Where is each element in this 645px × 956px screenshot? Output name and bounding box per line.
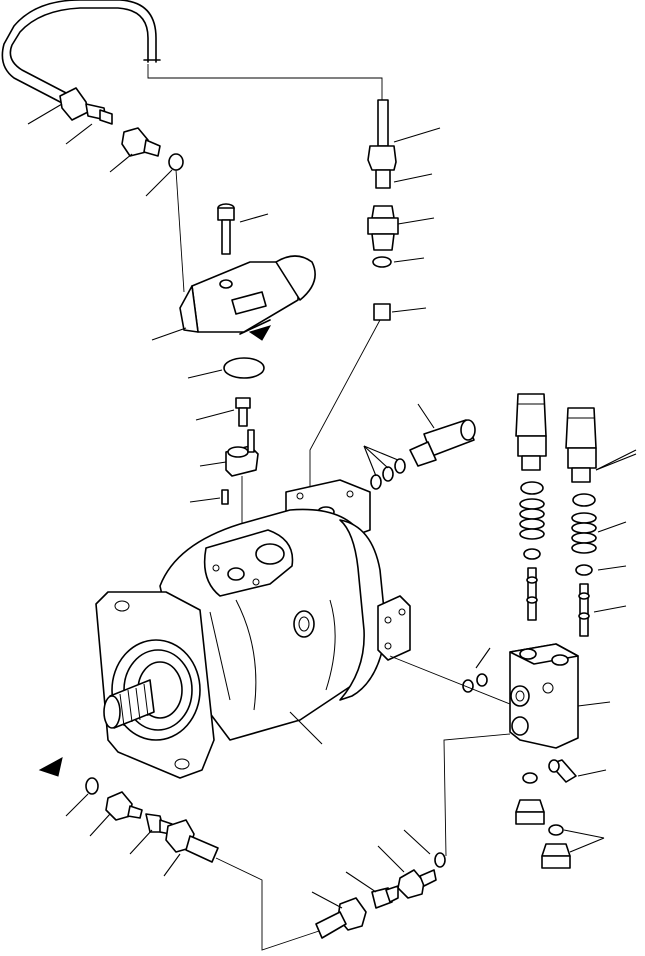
- leader-bolt-small: [195, 409, 235, 421]
- leader-lines-upper-right: [391, 127, 441, 313]
- tube-nut-upper-left: [59, 87, 113, 125]
- solenoid-valve: [409, 419, 476, 467]
- bolt-manifold: [548, 759, 577, 783]
- poppet-relief-left: [526, 567, 538, 621]
- o-ring-solenoid-2: [382, 466, 394, 482]
- leader-pin: [189, 497, 221, 503]
- leader-lines-relief: [593, 449, 637, 613]
- splined-shaft: [103, 679, 155, 729]
- plug-upper-right: [373, 303, 391, 321]
- o-ring-solenoid-1: [394, 458, 406, 474]
- leader-manifold: [577, 701, 611, 707]
- manifold-block: [509, 643, 579, 749]
- upper-right-tube: [377, 99, 389, 147]
- bolt-small-center: [235, 397, 251, 427]
- spring-relief-right: [571, 512, 597, 554]
- poppet-relief-right: [578, 583, 590, 637]
- direction-arrow-icon: [38, 757, 63, 777]
- plug-lower-left: [515, 799, 545, 825]
- plug-lower-right: [541, 843, 571, 869]
- o-ring-plug-left: [522, 772, 538, 784]
- leader-pump-body: [289, 711, 323, 745]
- relief-valve-cartridge-right: [565, 407, 597, 483]
- elbow-fitting-lower-right: [397, 869, 437, 899]
- o-ring-lower-left: [85, 777, 99, 795]
- leader-lines-upper-left: [27, 103, 173, 197]
- o-ring-manifold-2: [476, 673, 488, 687]
- spring-relief-left: [519, 498, 545, 540]
- relief-valve-cartridge-left: [515, 393, 547, 471]
- o-ring-valve-block: [223, 357, 265, 379]
- leader-lines-lower-left: [65, 793, 181, 877]
- elbow-fitting-lower-left: [105, 791, 143, 821]
- routing-line-manifold-down: [443, 733, 511, 857]
- o-ring-solenoid-3: [370, 474, 382, 490]
- leader-lines-lower-right: [311, 829, 431, 909]
- elbow-fitting-upper-left: [121, 127, 161, 157]
- o-ring-relief-left: [520, 481, 544, 495]
- washer-relief-right: [575, 564, 593, 576]
- o-ring-manifold-1: [462, 679, 474, 693]
- routing-line-left: [175, 169, 185, 293]
- leader-adapter-block: [199, 461, 227, 467]
- pin-center: [221, 489, 229, 505]
- leader-bolt-block: [239, 213, 269, 223]
- pump-body: [159, 479, 411, 741]
- o-ring-upper-left: [168, 153, 184, 171]
- valve-block: [179, 255, 316, 341]
- leader-o-ring-manifold: [475, 647, 491, 669]
- union-fitting-upper-right: [367, 205, 399, 251]
- bolt-valve-block: [217, 203, 235, 255]
- upper-left-tube: [1, 0, 161, 105]
- adapter-lower-right: [371, 885, 399, 909]
- routing-line-center: [309, 319, 381, 490]
- tube-nut-lower-left: [165, 819, 219, 863]
- tube-nut-upper-right: [367, 145, 397, 189]
- o-ring-lower-right: [434, 852, 446, 868]
- leader-lines-plugs: [563, 829, 605, 853]
- mounting-flange: [95, 591, 215, 779]
- leader-o-ring-block: [187, 369, 223, 379]
- washer-relief-left: [523, 548, 541, 560]
- leader-bolt-manifold: [577, 769, 607, 777]
- tube-nut-lower-right: [315, 897, 367, 939]
- routing-line-pump-manifold: [389, 655, 511, 705]
- o-ring-plug-right: [548, 824, 564, 836]
- leader-lines-solenoid: [363, 403, 435, 477]
- o-ring-relief-right: [572, 493, 596, 507]
- leader-valve-block: [151, 327, 187, 341]
- routing-line-top: [147, 64, 383, 100]
- o-ring-upper-right: [372, 256, 392, 268]
- routing-line-bottom: [215, 857, 323, 951]
- adapter-block-center: [225, 429, 259, 477]
